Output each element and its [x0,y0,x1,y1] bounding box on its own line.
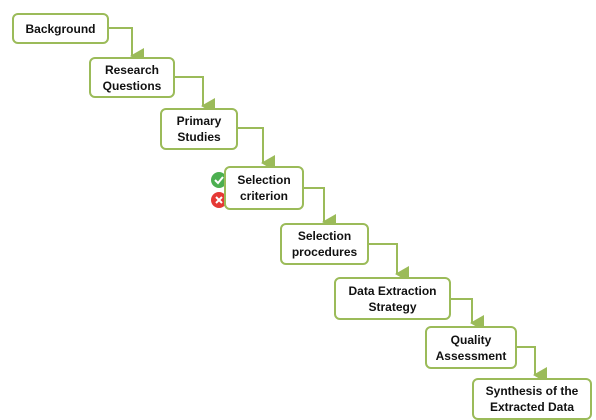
step-selection-procedures: Selection procedures [280,223,369,265]
connector-3 [238,127,275,171]
step-background: Background [12,13,109,44]
step-label-line-2: Strategy [368,299,417,314]
step-synthesis-extracted-data: Synthesis of the Extracted Data [472,378,592,420]
step-label-line-2: Assessment [435,348,507,363]
selection-icons-svg [211,172,227,208]
step-label-line-2: criterion [239,189,288,203]
step-label-line-1: Selection [297,229,352,243]
connector-7 [517,346,547,383]
step-label-line-2: Studies [177,130,221,144]
connector-4 [304,187,336,230]
connector-6 [451,298,484,331]
connector-1 [109,27,144,64]
step-label-line-1: Synthesis of the [485,384,579,398]
step-data-extraction-strategy: Data Extraction Strategy [334,277,451,320]
selection-icons [209,171,231,211]
step-label-line-1: Selection [237,173,291,187]
step-label-line-1: Research [104,62,160,77]
step-label-line-2: Extracted Data [489,400,575,414]
step-label-line-2: Questions [102,78,162,93]
cross-circle-icon [211,192,227,208]
step-label-line-1: Quality [450,332,492,347]
step-quality-assessment: Quality Assessment [425,326,517,369]
step-label-line-1: Data Extraction [348,283,437,298]
check-circle-icon [211,172,227,188]
step-research-questions: Research Questions [89,57,175,98]
step-selection-criterion: Selection criterion [224,166,304,210]
step-label-line-2: procedures [291,245,358,259]
step-primary-studies: Primary Studies [160,108,238,150]
step-label: Background [25,21,96,36]
connector-2 [175,76,215,114]
connector-5 [369,243,409,282]
step-label-line-1: Primary [176,114,222,128]
